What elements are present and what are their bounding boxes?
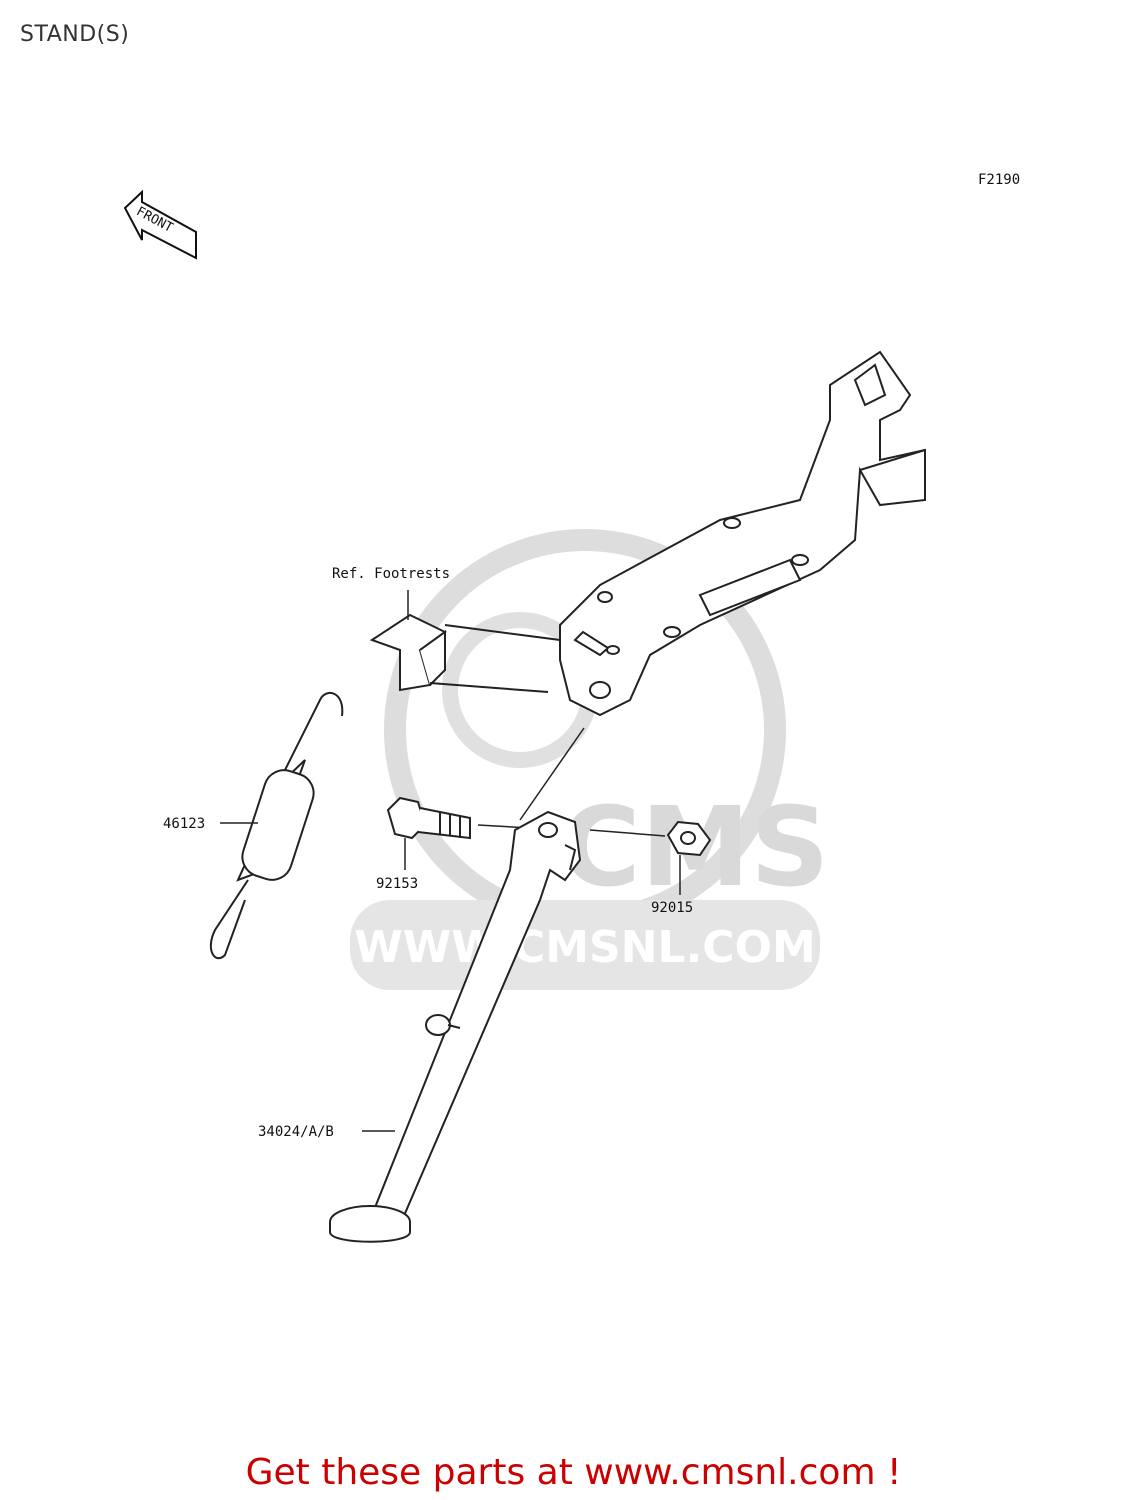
watermark: CMS WWW.CMSNL.COM [350, 529, 829, 990]
front-arrow-icon: FRONT [123, 189, 197, 260]
callout-nut: 92015 [651, 900, 693, 916]
callout-stand: 34024/A/B [258, 1124, 334, 1140]
watermark-url: WWW.CMSNL.COM [354, 922, 816, 973]
footrest-bracket [369, 590, 561, 693]
callout-spring: 46123 [163, 816, 205, 832]
frame-bracket [559, 350, 926, 717]
callout-ref-footrests: Ref. Footrests [332, 566, 450, 582]
side-stand-part [329, 810, 582, 1243]
diagram-code: F2190 [978, 172, 1020, 188]
spring-part [209, 691, 344, 960]
bolt-part [386, 796, 471, 840]
page-title: STAND(S) [20, 22, 130, 47]
nut-part [666, 820, 712, 857]
cta-link[interactable]: Get these parts at www.cmsnl.com ! [245, 1452, 902, 1493]
callout-bolt: 92153 [376, 876, 418, 892]
